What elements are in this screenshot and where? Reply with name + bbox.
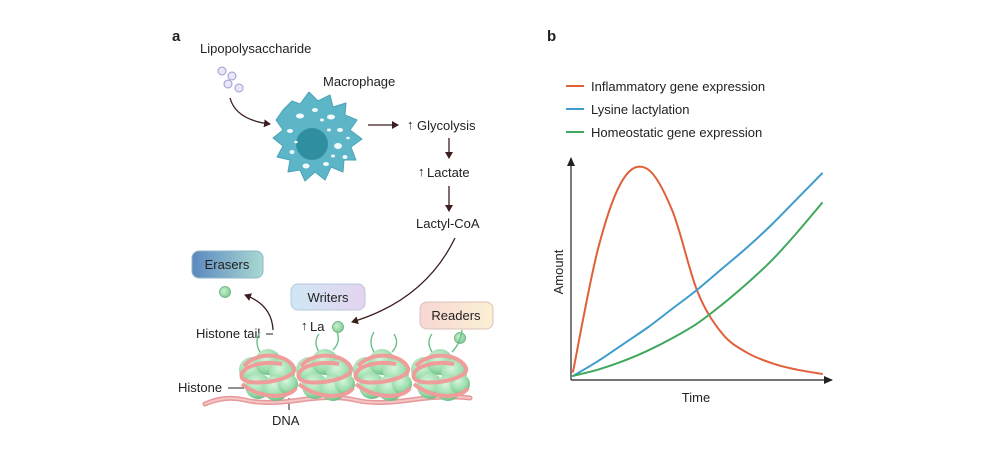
lipopolysaccharide-label: Lipopolysaccharide xyxy=(200,41,311,56)
histone-tail xyxy=(451,329,463,353)
histone-label: Histone xyxy=(178,380,222,395)
la-label: La xyxy=(310,319,325,334)
lps-particle xyxy=(223,79,233,89)
removed-lactyl-group xyxy=(219,286,231,298)
histone-tail xyxy=(332,331,340,351)
erasers-label: Erasers xyxy=(205,257,250,272)
macrophage-label: Macrophage xyxy=(323,74,395,89)
series-line-lysine-lactylation xyxy=(572,172,823,377)
lps-particle xyxy=(227,71,237,81)
nucleosome xyxy=(239,331,298,401)
macrophage-cell xyxy=(272,91,363,182)
y-axis-label: Amount xyxy=(551,249,566,294)
histone-tail xyxy=(428,333,433,353)
x-axis-label: Time xyxy=(682,390,710,405)
legend-label: Inflammatory gene expression xyxy=(591,79,765,94)
macrophage-vacuoles xyxy=(287,108,350,169)
erasers-box: Erasers xyxy=(191,250,264,279)
writers-box: Writers xyxy=(290,283,366,311)
lactyl-group xyxy=(332,321,344,333)
lps-particles xyxy=(217,66,244,93)
panel-a-letter: a xyxy=(172,28,181,45)
chromatin xyxy=(202,329,473,407)
series-line-homeostatic-gene-expression xyxy=(572,202,823,377)
histone-tail xyxy=(391,333,398,353)
plot-area xyxy=(572,165,823,377)
nucleosome xyxy=(296,331,355,401)
eraser-removal-arrow xyxy=(244,293,274,331)
readers-label: Readers xyxy=(431,308,481,323)
writers-label: Writers xyxy=(308,290,349,305)
glycolysis-label: Glycolysis xyxy=(417,118,476,133)
lactate-up-arrow: ↑ xyxy=(418,164,425,179)
histone-tail xyxy=(315,333,320,353)
nucleosome xyxy=(411,329,470,401)
lactyl-coa-label: Lactyl-CoA xyxy=(416,216,480,231)
nucleosome xyxy=(353,331,412,401)
lps-to-macrophage-arrow xyxy=(229,97,271,128)
legend-label: Lysine lactylation xyxy=(591,102,690,117)
series-line-inflammatory-gene-expression xyxy=(572,165,823,375)
histone-tail xyxy=(370,331,375,353)
la-up-arrow: ↑ xyxy=(301,318,308,333)
readers-box: Readers xyxy=(419,301,494,330)
panel-b-letter: b xyxy=(547,28,556,45)
lps-particle xyxy=(234,83,244,93)
macrophage-nucleus xyxy=(296,128,328,160)
lactate-label: Lactate xyxy=(427,165,470,180)
lps-particle xyxy=(217,66,227,76)
glycolysis-up-arrow: ↑ xyxy=(407,117,414,132)
dna-label: DNA xyxy=(272,413,300,428)
legend-label: Homeostatic gene expression xyxy=(591,125,762,140)
histone-tail-label: Histone tail xyxy=(196,326,260,341)
panel-a: a Lipopolysaccharide Macrophage xyxy=(172,28,494,428)
histone-tail xyxy=(256,331,261,353)
lactylcoa-to-la-arrow xyxy=(351,237,456,325)
